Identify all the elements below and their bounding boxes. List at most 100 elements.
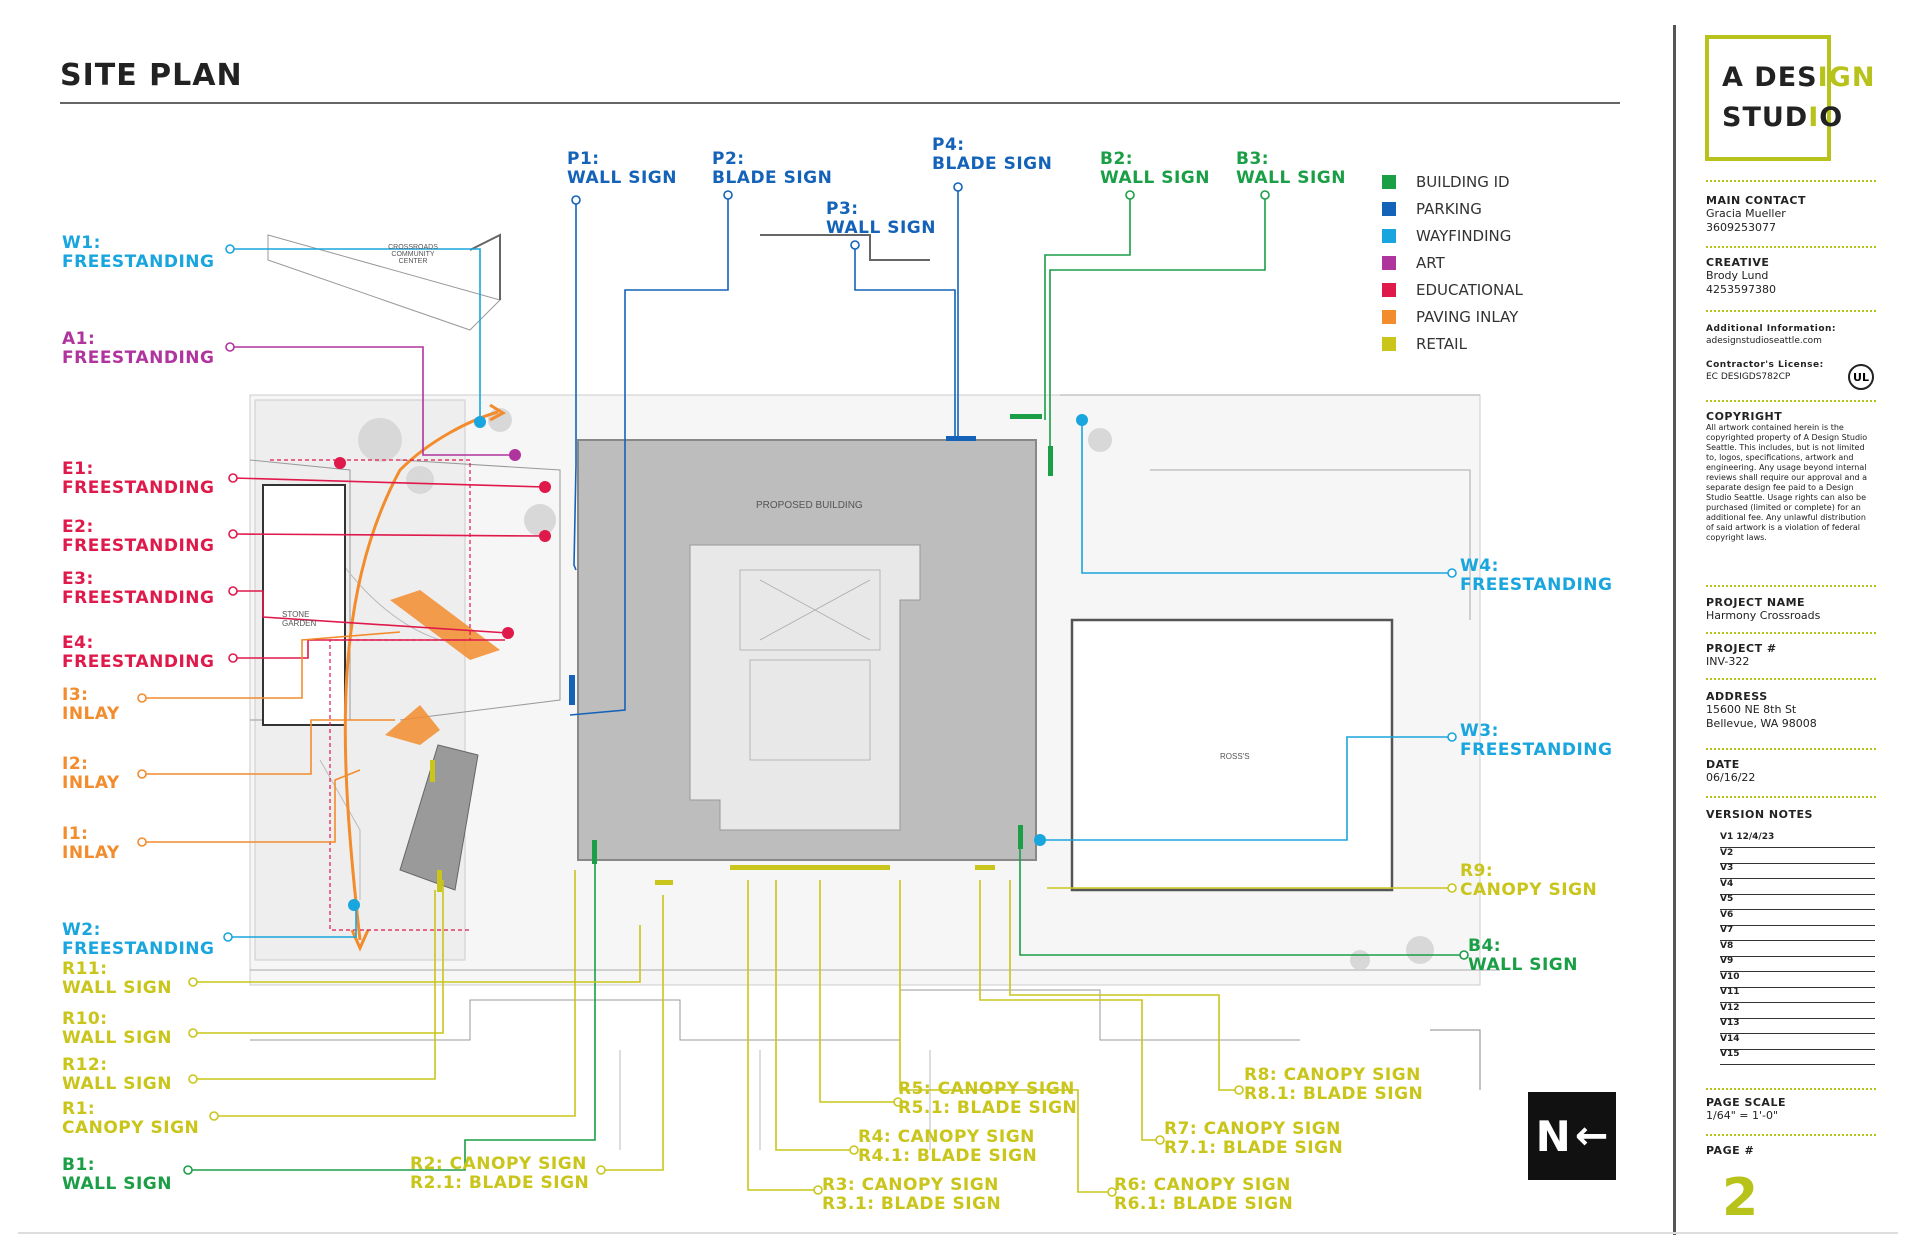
callout-r11: R11:WALL SIGN xyxy=(62,959,172,998)
page-title: SITE PLAN xyxy=(60,58,243,93)
legend-swatch xyxy=(1382,309,1396,324)
version-row: V13 xyxy=(1720,1018,1875,1034)
callout-e2: E2:FREESTANDING xyxy=(62,517,215,556)
page-scale: PAGE SCALE 1/64" = 1'-0" xyxy=(1706,1096,1786,1122)
version-row: V15 xyxy=(1720,1049,1875,1065)
callout-p4: P4:BLADE SIGN xyxy=(932,135,1053,174)
callout-w3: W3:FREESTANDING xyxy=(1460,721,1613,760)
sidebar-divider-line xyxy=(1706,400,1876,402)
callout-r1: R1:CANOPY SIGN xyxy=(62,1099,200,1138)
callout-i2: I2:INLAY xyxy=(62,754,120,793)
contractor-license: Contractor's License: EC DESIGDS782CP xyxy=(1706,360,1824,382)
sidebar-divider-line xyxy=(1706,1134,1876,1136)
callout-e4: E4:FREESTANDING xyxy=(62,633,215,672)
ul-certification-icon: UL xyxy=(1848,364,1874,390)
inlay-i3-shape xyxy=(390,590,500,660)
legend-item-retail: RETAIL xyxy=(1382,330,1523,357)
sidebar-divider-line xyxy=(1706,585,1876,587)
callout-r10: R10:WALL SIGN xyxy=(62,1009,172,1048)
callout-e3: E3:FREESTANDING xyxy=(62,569,215,608)
legend-swatch xyxy=(1382,255,1396,270)
legend-swatch xyxy=(1382,282,1396,297)
callout-w1: W1:FREESTANDING xyxy=(62,233,215,272)
callout-w4: W4:FREESTANDING xyxy=(1460,556,1613,595)
callout-e1: E1:FREESTANDING xyxy=(62,459,215,498)
creative-contact: CREATIVE Brody Lund 4253597380 xyxy=(1706,256,1776,296)
title-divider xyxy=(60,102,1620,104)
project-date: DATE 06/16/22 xyxy=(1706,758,1756,784)
copyright-notice: COPYRIGHT All artwork contained herein i… xyxy=(1706,410,1868,542)
sidebar-divider-line xyxy=(1706,748,1876,750)
inlay-i1-path xyxy=(343,410,499,941)
studio-logo: A DESIGN STUDIO xyxy=(1722,62,1876,133)
callout-r12: R12:WALL SIGN xyxy=(62,1055,172,1094)
version-row: V10 xyxy=(1720,972,1875,988)
version-row: V3 xyxy=(1720,863,1875,879)
sidebar-divider-line xyxy=(1706,1088,1876,1090)
north-arrow-icon: N← xyxy=(1528,1092,1616,1180)
page-number-label: PAGE # xyxy=(1706,1144,1755,1157)
callout-w2: W2:FREESTANDING xyxy=(62,920,215,959)
main-contact: MAIN CONTACT Gracia Mueller 3609253077 xyxy=(1706,194,1806,234)
legend-swatch xyxy=(1382,336,1396,351)
stone-garden-label: STONE GARDEN xyxy=(282,610,317,628)
studio-logo-frame xyxy=(1705,35,1831,161)
version-row: V7 xyxy=(1720,925,1875,941)
callout-b3: B3:WALL SIGN xyxy=(1236,149,1346,188)
callout-b1: B1:WALL SIGN xyxy=(62,1155,172,1194)
sidebar-divider-line xyxy=(1706,632,1876,634)
stone-garden-area xyxy=(262,484,346,726)
legend-item-wayfinding: WAYFINDING xyxy=(1382,222,1523,249)
legend: BUILDING ID PARKING WAYFINDING ART EDUCA… xyxy=(1382,168,1523,357)
version-row: V9 xyxy=(1720,956,1875,972)
proposed-building-label: PROPOSED BUILDING xyxy=(756,500,863,511)
sidebar-divider-line xyxy=(1706,180,1876,182)
version-row: V8 xyxy=(1720,941,1875,957)
building-courtyard xyxy=(689,544,921,831)
version-row: V11 xyxy=(1720,987,1875,1003)
art-wall xyxy=(399,744,479,891)
version-row: V14 xyxy=(1720,1034,1875,1050)
project-number: PROJECT # INV-322 xyxy=(1706,642,1777,668)
sidebar-divider-line xyxy=(1706,796,1876,798)
inlay-i2-shape xyxy=(385,705,440,745)
callout-p1: P1:WALL SIGN xyxy=(567,149,677,188)
sidebar-divider xyxy=(1673,25,1676,1235)
sidebar-divider-line xyxy=(1706,246,1876,248)
legend-item-building-id: BUILDING ID xyxy=(1382,168,1523,195)
project-name: PROJECT NAME Harmony Crossroads xyxy=(1706,596,1821,622)
page-number: 2 xyxy=(1722,1168,1759,1228)
legend-item-educational: EDUCATIONAL xyxy=(1382,276,1523,303)
sidebar-divider-line xyxy=(1706,678,1876,680)
legend-item-paving-inlay: PAVING INLAY xyxy=(1382,303,1523,330)
legend-item-art: ART xyxy=(1382,249,1523,276)
leader-terminals xyxy=(137,182,1469,1197)
callout-p3: P3:WALL SIGN xyxy=(826,199,936,238)
legend-swatch xyxy=(1382,201,1396,216)
legend-swatch xyxy=(1382,174,1396,189)
callout-b2: B2:WALL SIGN xyxy=(1100,149,1210,188)
callout-i3: I3:INLAY xyxy=(62,685,120,724)
sidebar-divider-line xyxy=(1706,310,1876,312)
retail-building-label: ROSS'S xyxy=(1220,752,1250,761)
sign-markers xyxy=(334,414,1088,911)
legend-item-parking: PARKING xyxy=(1382,195,1523,222)
courtyard-linework xyxy=(739,569,881,761)
leader-lines xyxy=(142,187,1464,1193)
project-address: ADDRESS 15600 NE 8th St Bellevue, WA 980… xyxy=(1706,690,1817,730)
callout-p2: P2:BLADE SIGN xyxy=(712,149,833,188)
version-notes-title: VERSION NOTES xyxy=(1706,808,1813,821)
version-row: V6 xyxy=(1720,910,1875,926)
callout-b4: B4:WALL SIGN xyxy=(1468,936,1578,975)
callout-i1: I1:INLAY xyxy=(62,824,120,863)
version-row: V5 xyxy=(1720,894,1875,910)
